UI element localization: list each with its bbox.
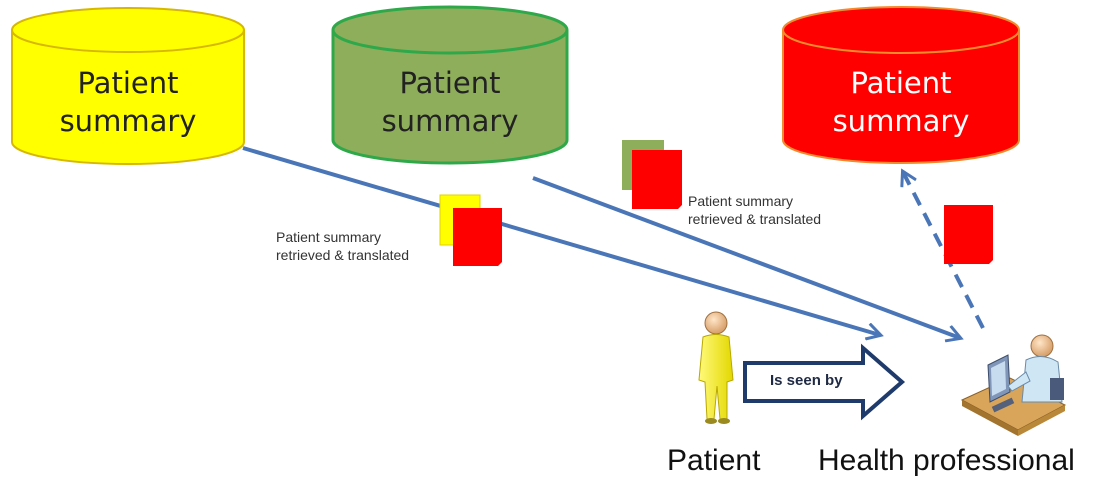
database-green-label-line1: Patient — [399, 66, 501, 100]
document-yellow-to-red-icon — [439, 194, 502, 266]
note-right-line2: retrieved & translated — [688, 211, 822, 227]
database-yellow-label-line1: Patient — [77, 66, 179, 100]
is-seen-by-label: Is seen by — [770, 372, 843, 389]
database-yellow — [11, 7, 245, 165]
note-right-line1: Patient summary — [688, 193, 794, 209]
health-professional-label: Health professional — [818, 444, 1075, 477]
arrow-health-professional-to-red-db — [903, 172, 985, 329]
arrow-yellow-db-to-health-professional — [242, 146, 880, 335]
note-left-line2: retrieved & translated — [276, 247, 410, 263]
note-retrieved-translated-right: Patient summary retrieved & translated — [688, 192, 821, 228]
patient-label: Patient — [667, 444, 761, 477]
database-green-label: Patient summary — [362, 64, 538, 140]
note-left-line1: Patient summary — [276, 229, 382, 245]
database-green-label-line2: summary — [381, 104, 519, 138]
document-red-icon — [944, 205, 993, 264]
arrow-green-db-to-health-professional — [532, 176, 960, 338]
database-red — [782, 6, 1020, 164]
database-yellow-label-line2: summary — [59, 104, 197, 138]
database-green — [331, 5, 569, 165]
database-red-label: Patient summary — [813, 64, 989, 140]
doctor-at-computer-icon — [960, 334, 1067, 436]
note-retrieved-translated-left: Patient summary retrieved & translated — [276, 228, 409, 264]
database-yellow-label: Patient summary — [40, 64, 216, 140]
database-red-label-line1: Patient — [850, 66, 952, 100]
database-red-label-line2: summary — [832, 104, 970, 138]
is-seen-by-arrow — [743, 343, 906, 421]
document-green-to-red-icon — [622, 140, 682, 209]
person-icon — [698, 311, 734, 424]
